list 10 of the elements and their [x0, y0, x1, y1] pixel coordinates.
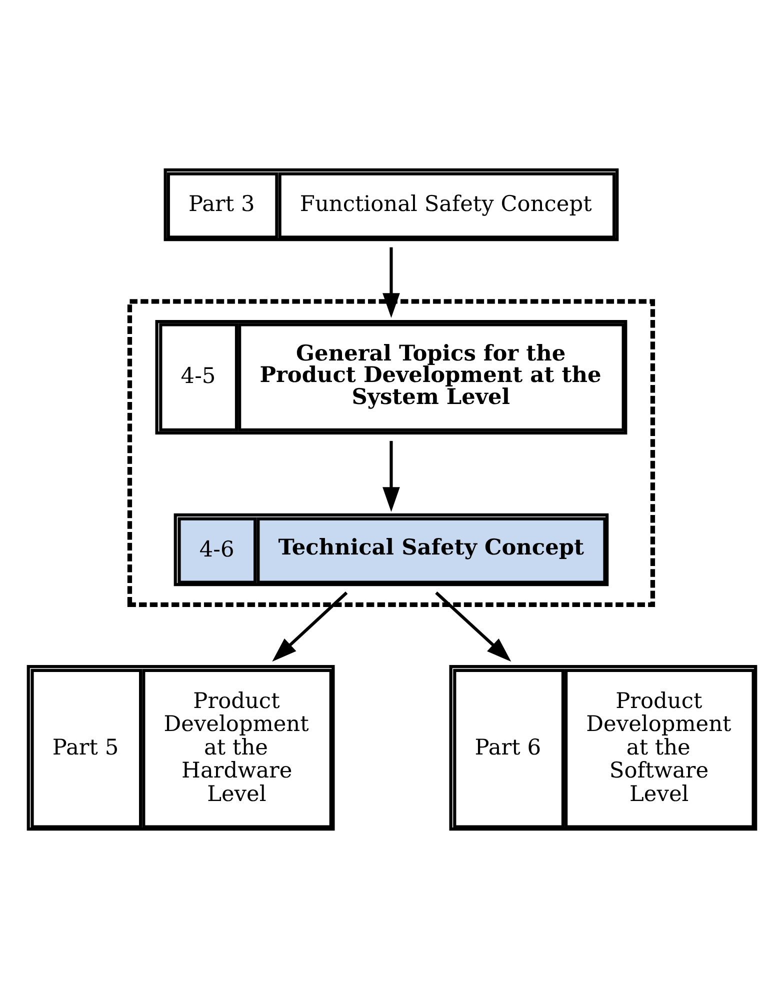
arrow	[382, 440, 400, 512]
cluster	[127, 299, 656, 608]
node-box: 4-6 Technical Safety Concept	[174, 513, 609, 586]
node-box: 4-5 General Topics for the Product Development at the System Level	[155, 320, 628, 435]
node-box: Part 6 Product Development at the Software Level	[449, 665, 758, 831]
arrow	[435, 592, 512, 662]
arrow	[272, 592, 348, 662]
node-box: Part 3 Functional Safety Concept	[164, 168, 619, 242]
node-box: Part 5 Product Development at the Hardware Level	[26, 665, 335, 831]
arrow	[382, 247, 400, 318]
